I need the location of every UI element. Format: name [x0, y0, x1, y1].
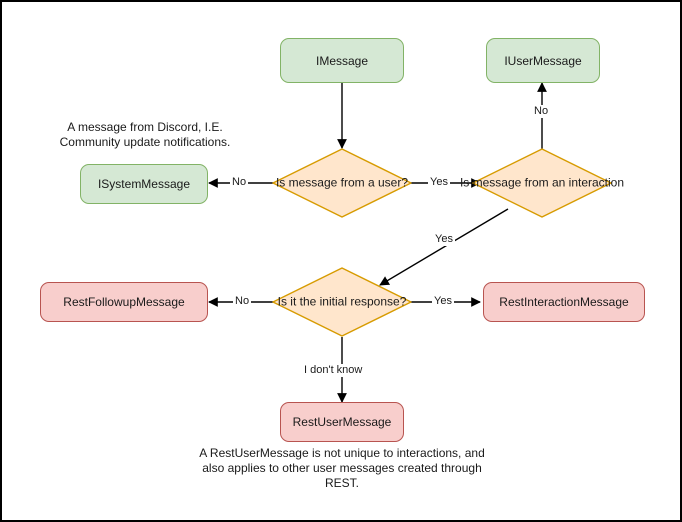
node-restfollowupmessage[interactable]: RestFollowupMessage	[40, 282, 208, 322]
note-system-message: A message from Discord, I.E. Community u…	[59, 120, 231, 149]
node-restusermessage-label: RestUserMessage	[292, 415, 392, 429]
edge-label-from-user-yes: Yes	[428, 176, 450, 189]
edge-label-from-user-no: No	[230, 176, 249, 189]
node-imessage-label: IMessage	[315, 53, 369, 68]
node-imessage[interactable]: IMessage	[280, 38, 404, 83]
node-restfollowupmessage-label: RestFollowupMessage	[63, 295, 185, 309]
edge-label-from-interaction-yes: Yes	[433, 233, 455, 246]
diamond-shape	[272, 148, 412, 218]
node-restinteractionmessage-label: RestInteractionMessage	[499, 295, 629, 309]
edge-label-initial-response-no: No	[233, 295, 252, 308]
node-restinteractionmessage[interactable]: RestInteractionMessage	[483, 282, 645, 322]
note-rest-user-message: A RestUserMessage is not unique to inter…	[199, 446, 485, 490]
diamond-shape	[272, 267, 412, 337]
node-restusermessage[interactable]: RestUserMessage	[280, 402, 404, 442]
edge-label-from-interaction-no: No	[532, 105, 551, 118]
node-decision-initial-response[interactable]: Is it the initial response?	[272, 267, 412, 337]
node-isystemmessage-label: ISystemMessage	[97, 177, 191, 191]
node-decision-from-user[interactable]: Is message from a user?	[272, 148, 412, 218]
edge-label-initial-response-unknown: I don't know	[302, 364, 365, 377]
node-isystemmessage[interactable]: ISystemMessage	[80, 164, 208, 204]
node-decision-from-user-label: Is message from a user?	[275, 175, 409, 190]
diamond-shape	[472, 148, 612, 218]
node-iusermessage[interactable]: IUserMessage	[486, 38, 600, 83]
node-decision-from-interaction-label: Is message from an interaction	[459, 175, 625, 190]
node-decision-from-interaction[interactable]: Is message from an interaction	[460, 148, 624, 218]
node-decision-initial-response-label: Is it the initial response?	[277, 294, 407, 309]
edge-label-initial-response-yes: Yes	[432, 295, 454, 308]
node-iusermessage-label: IUserMessage	[504, 53, 582, 68]
